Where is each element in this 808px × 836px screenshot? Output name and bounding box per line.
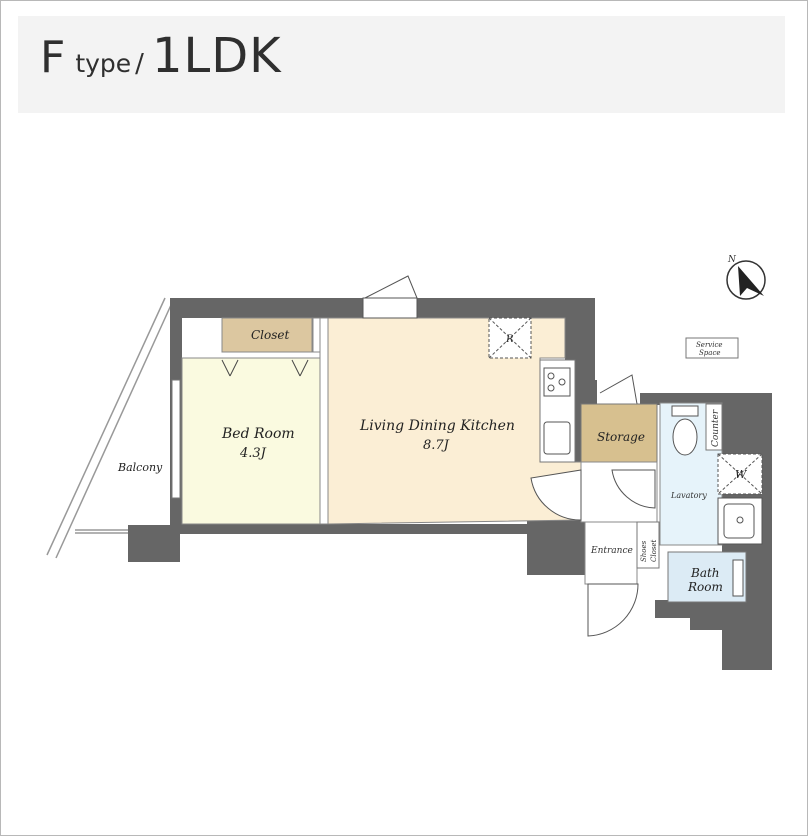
service-label-2: Space [699,349,721,357]
type-word: type [75,49,132,78]
shoes-closet-label-2: Closet [650,539,658,562]
entrance-floor [584,521,638,585]
washer-label: W [735,468,748,481]
bedroom-window [171,379,181,499]
bath-label-2: Room [687,580,723,594]
fridge-space [488,317,532,359]
washer-space [717,453,763,495]
washbasin-icon [717,497,763,545]
shoes-closet-box [636,521,660,569]
north-label: N [727,255,737,265]
service-space-box [685,337,739,359]
balcony-label: Balcony [117,461,163,474]
title-slash: / [135,49,144,79]
bath-label-1: Bath [690,566,720,580]
ldk-label: Living Dining Kitchen [359,418,515,434]
sink-icon [543,421,571,455]
entrance-door-arc [587,583,639,637]
ldk-door-arc [530,469,582,521]
stove-icon [543,367,571,397]
counter-label: Counter [711,409,721,447]
bed-room-label: Bed Room [221,426,295,442]
bedroom-floor [181,357,321,525]
closet-box [221,317,313,353]
shoes-closet-label-1: Shoes [640,540,648,562]
ldk-size: 8.7J [423,438,450,453]
storage-label: Storage [597,430,645,444]
kitchen-counter [539,359,576,463]
lavatory-label: Lavatory [670,491,707,500]
north-arrow-icon [726,260,766,300]
bath-tub-edge [732,559,744,597]
toilet-icon [671,405,699,456]
closet-doors [221,359,309,377]
storage-door [599,374,638,405]
service-label-1: Service [696,341,723,349]
lavatory-door-arc [611,469,656,509]
sliding-partition [319,317,329,525]
type-letter: F [40,32,66,83]
ldk-top-window [362,275,418,319]
fridge-label: R [505,334,514,345]
entrance-label: Entrance [590,546,633,556]
counter-box [705,403,723,451]
storage-box [580,403,658,463]
balcony-rail [46,297,172,559]
layout-label: 1LDK [151,28,282,84]
closet-label: Closet [251,328,290,342]
bed-room-size: 4.3J [239,446,267,461]
